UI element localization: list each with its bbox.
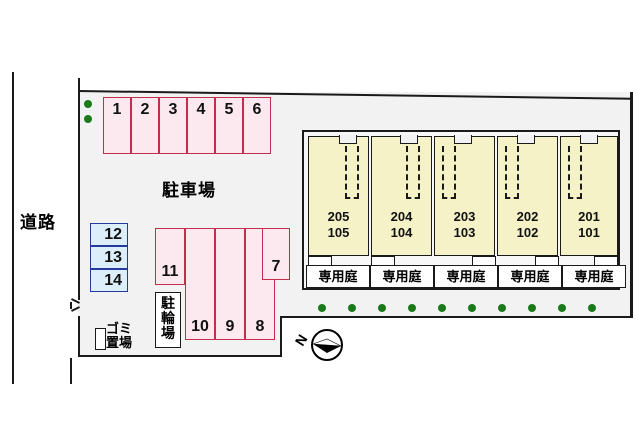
greenery-dot	[498, 304, 506, 312]
unit-lower-number: 103	[453, 225, 476, 240]
greenery-dot	[84, 115, 92, 123]
site-boundary-left-lower	[78, 316, 80, 357]
site-boundary-right	[630, 92, 633, 318]
parking-stall-number: 10	[191, 318, 209, 335]
unit-stair	[505, 146, 519, 199]
road-edge-outer	[12, 72, 14, 384]
bicycle-parking-box[interactable]: 駐 輪 場	[155, 292, 181, 348]
site-boundary-step-vertical	[280, 316, 282, 357]
unit-entrance-notch	[339, 135, 357, 144]
building-unit-201-101[interactable]: 201 101	[560, 135, 618, 256]
greenery-dot	[528, 304, 536, 312]
compass-north-label: N	[291, 331, 311, 349]
road-label: 道路	[20, 213, 56, 232]
compass-rose: N	[292, 328, 344, 362]
unit-stair	[345, 146, 359, 199]
greenery-dot	[378, 304, 386, 312]
site-boundary-bottom-right	[281, 316, 633, 318]
unit-upper-number: 201	[578, 209, 600, 224]
greenery-dot	[468, 304, 476, 312]
building-unit-204-104[interactable]: 204 104	[371, 135, 432, 256]
greenery-dot	[84, 100, 92, 108]
trash-area-label-line1: ゴミ	[106, 321, 133, 336]
greenery-dot	[318, 304, 326, 312]
private-garden-204-104: 専用庭	[370, 265, 434, 288]
bicycle-parking-char: 駐	[161, 295, 175, 311]
parking-stall-7[interactable]: 7	[262, 228, 290, 280]
parking-stall-number: 11	[161, 263, 179, 280]
parking-stall-9[interactable]: 9	[215, 228, 245, 340]
building-unit-203-103[interactable]: 203 103	[434, 135, 495, 256]
private-garden-202-102: 専用庭	[498, 265, 562, 288]
site-boundary-bottom-left	[78, 355, 282, 357]
parking-stall-number: 5	[224, 101, 234, 118]
greenery-dot	[408, 304, 416, 312]
parking-stall-number: 1	[112, 101, 122, 118]
unit-lower-number: 102	[516, 225, 539, 240]
unit-upper-number: 204	[390, 209, 413, 224]
unit-entrance-notch	[517, 135, 535, 144]
parking-stall-14[interactable]: 14	[90, 269, 128, 292]
parking-stall-12[interactable]: 12	[90, 223, 128, 246]
parking-stall-6[interactable]: 6	[243, 97, 271, 154]
unit-upper-number: 205	[327, 209, 350, 224]
unit-upper-number: 202	[516, 209, 539, 224]
unit-stair	[568, 146, 582, 199]
parking-stall-number: 9	[225, 318, 235, 335]
road-edge-inner	[70, 358, 72, 384]
parking-stall-10[interactable]: 10	[185, 228, 215, 340]
private-garden-205-105: 専用庭	[306, 265, 370, 288]
unit-stair	[442, 146, 456, 199]
parking-stall-number: 2	[140, 101, 150, 118]
building-unit-202-102[interactable]: 202 102	[497, 135, 558, 256]
parking-stall-11[interactable]: 11	[155, 228, 185, 285]
parking-stall-number: 6	[252, 101, 262, 118]
unit-entrance-notch	[580, 135, 598, 144]
bicycle-parking-char: 輪	[161, 310, 175, 326]
parking-stall-number: 4	[196, 101, 206, 118]
site-boundary-left-upper	[78, 78, 80, 300]
unit-lower-number: 101	[578, 225, 600, 240]
trash-area-label-line2: 置場	[106, 335, 133, 350]
unit-upper-number: 203	[453, 209, 476, 224]
greenery-dot	[438, 304, 446, 312]
parking-stall-5[interactable]: 5	[215, 97, 243, 154]
greenery-dot	[558, 304, 566, 312]
parking-stall-2[interactable]: 2	[131, 97, 159, 154]
building-unit-205-105[interactable]: 205 105	[308, 135, 369, 256]
parking-stall-number: 7	[271, 258, 281, 275]
parking-stall-13[interactable]: 13	[90, 246, 128, 269]
parking-stall-1[interactable]: 1	[103, 97, 131, 154]
parking-lot-label: 駐車場	[162, 181, 216, 200]
site-boundary-left-jog-vertical	[70, 302, 72, 309]
greenery-dot	[348, 304, 356, 312]
private-garden-203-103: 専用庭	[434, 265, 498, 288]
private-garden-201-101: 専用庭	[562, 265, 626, 288]
greenery-dot	[588, 304, 596, 312]
unit-entrance-notch	[400, 135, 418, 144]
parking-stall-3[interactable]: 3	[159, 97, 187, 154]
parking-stall-number: 3	[168, 101, 178, 118]
unit-entrance-notch	[454, 135, 472, 144]
parking-stall-4[interactable]: 4	[187, 97, 215, 154]
unit-lower-number: 105	[327, 225, 350, 240]
bicycle-parking-char: 場	[161, 325, 175, 341]
trash-area-icon	[95, 328, 106, 350]
parking-stall-number: 8	[255, 318, 265, 335]
unit-lower-number: 104	[390, 225, 413, 240]
compass-icon	[311, 329, 343, 361]
unit-stair	[406, 146, 420, 199]
